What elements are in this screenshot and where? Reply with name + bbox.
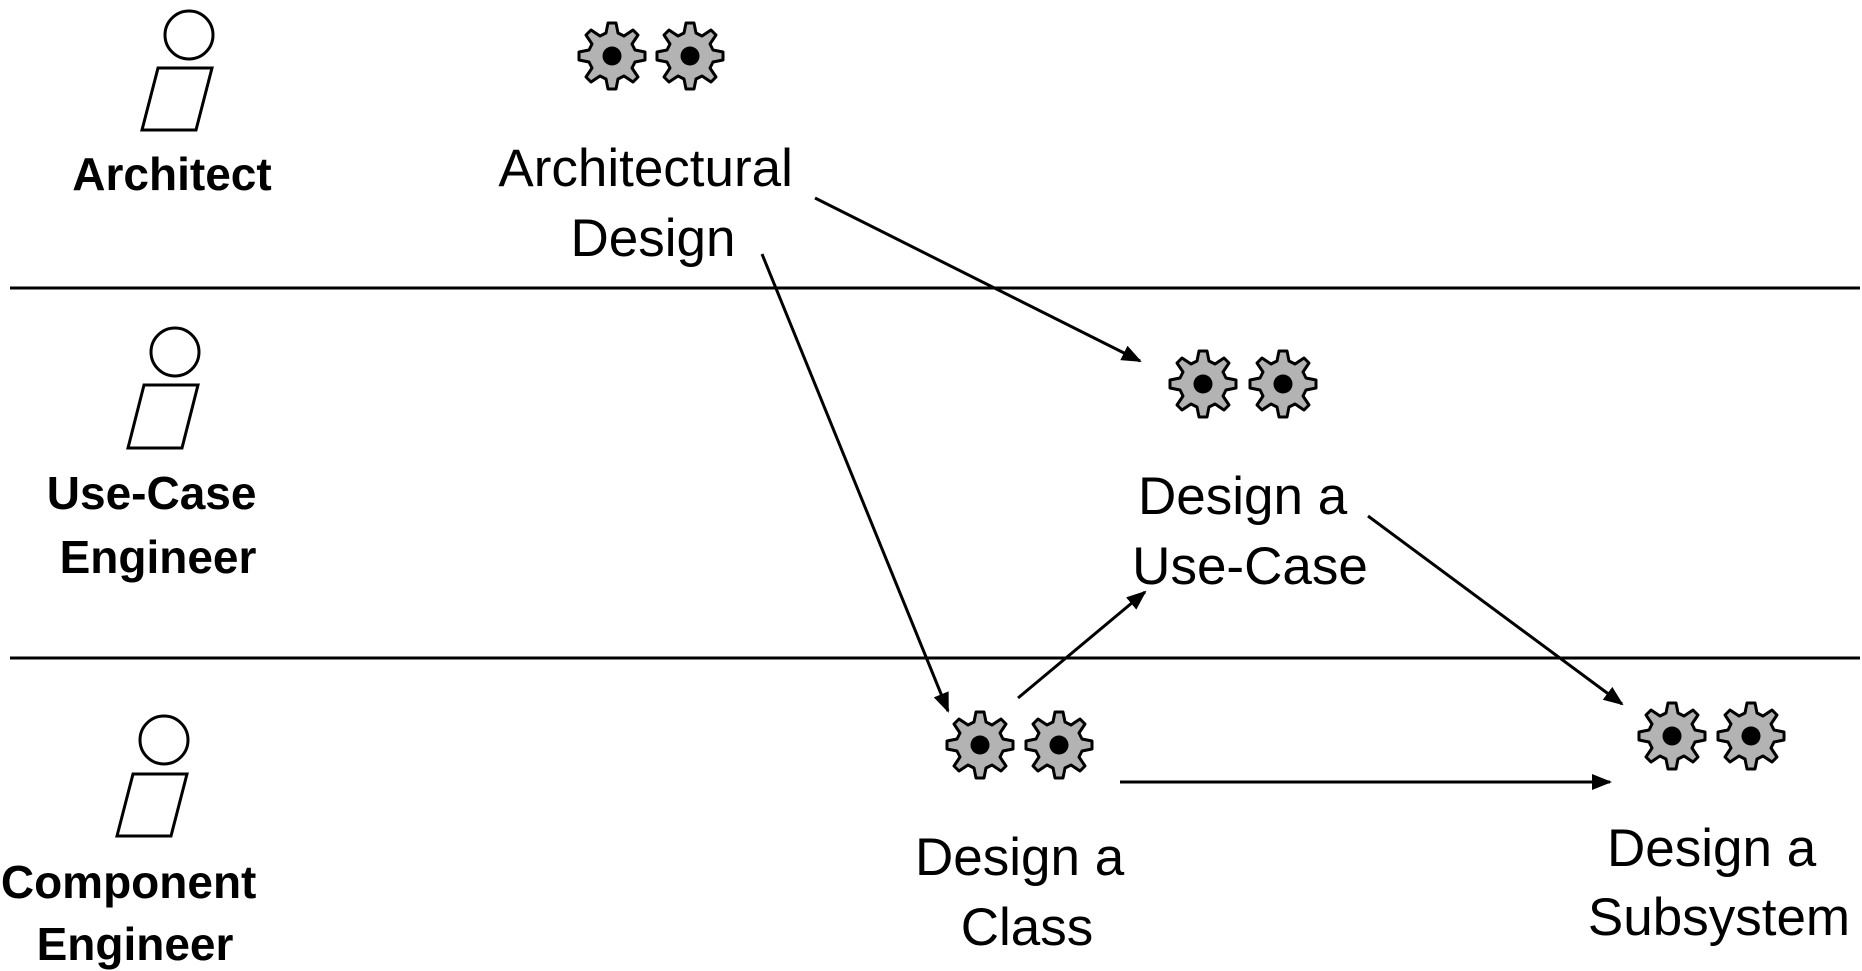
gears-icon [1168,349,1318,419]
role-use-case-engineer: Use-Case Engineer [47,326,269,583]
activity-label-line: Design a [1607,819,1817,878]
role-component-engineer: Component Engineer [1,714,269,970]
activity-label-line: Design a [915,828,1125,887]
role-label-use-case-engineer: Use-Case Engineer [47,467,269,583]
activity-label-architectural-design: Architectural Design [498,139,807,268]
activity-label-line: Architectural [498,139,793,198]
activity-label-design-subsystem: Design a Subsystem [1588,819,1850,947]
gears-icon [1637,701,1786,771]
role-label-line: Engineer [60,531,257,583]
gears-icon [945,710,1094,780]
activity-label-line: Use-Case [1132,537,1368,596]
flow-arrow-architectural-design-to-use-case [814,196,1142,363]
role-architect: Architect [72,9,272,200]
flow-arrow-architectural-design-to-class [760,253,950,713]
flow-arrow-use-case-to-subsystem [1367,514,1624,706]
activity-design-subsystem: Design a Subsystem [1588,701,1850,947]
worker-icon [140,9,215,132]
activity-design-class: Design a Class [915,710,1139,957]
flow-arrows [760,196,1624,790]
gears-icon [577,21,725,91]
activity-label-line: Design [571,209,736,268]
role-label-line: Architect [72,148,271,200]
worker-icon [115,714,190,838]
role-label-architect: Architect [72,148,271,200]
activity-label-line: Class [961,898,1094,957]
role-label-component-engineer: Component Engineer [1,856,269,970]
flow-arrow-class-to-use-case [1017,590,1147,700]
role-label-line: Use-Case [47,467,257,519]
role-label-line: Component [1,856,257,908]
activity-label-design-use-case: Design a Use-Case [1132,467,1368,596]
activity-label-design-class: Design a Class [915,828,1139,957]
worker-icon [126,326,201,450]
activity-label-line: Subsystem [1588,888,1850,947]
activity-label-line: Design a [1138,467,1348,526]
activity-design-use-case: Design a Use-Case [1132,349,1368,596]
role-label-line: Engineer [37,918,234,970]
activity-architectural-design: Architectural Design [498,21,807,268]
